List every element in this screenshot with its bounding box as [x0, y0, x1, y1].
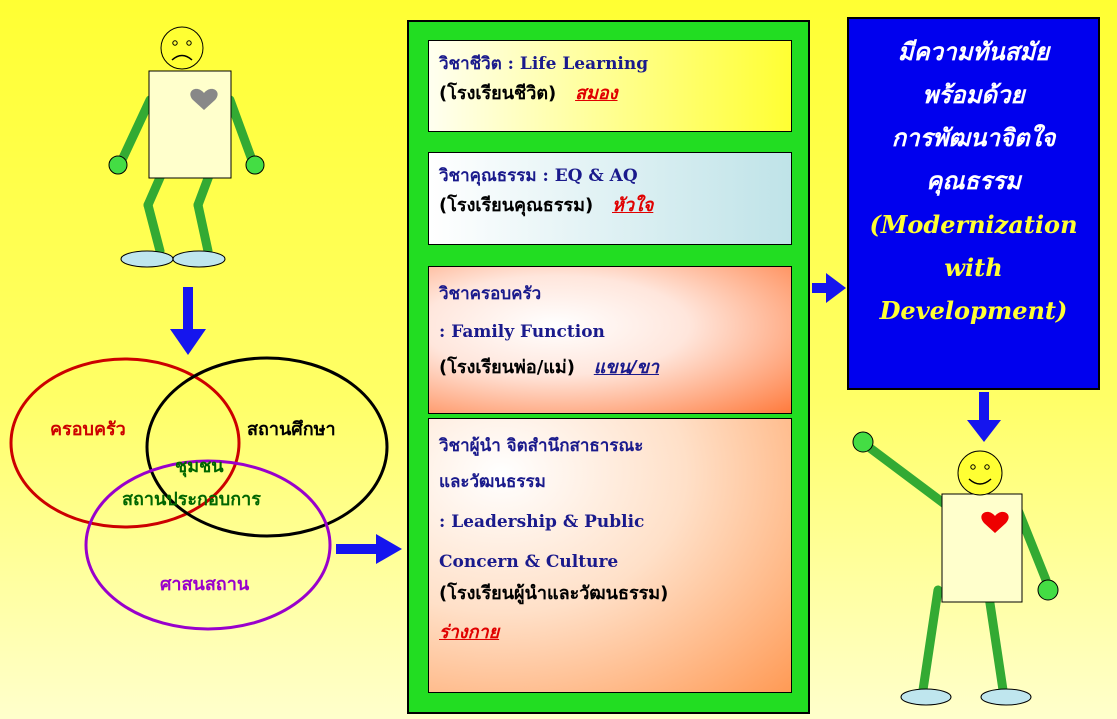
subjects-panel: วิชาชีวิต : Life Learning (โรงเรียนชีวิต…: [407, 20, 810, 714]
right-foot: [980, 688, 1032, 706]
venn-label-business: สถานประกอบการ: [122, 489, 261, 510]
subject-leadership-title: วิชาผู้นำ จิตสำนึกสาธารณะ: [439, 436, 644, 456]
goal-box: มีความทันสมัย พร้อมด้วย การพัฒนาจิตใจ คุ…: [847, 17, 1100, 390]
religion-circle: [84, 459, 332, 631]
figure-body: [148, 70, 232, 179]
left-foot: [900, 688, 952, 706]
subject-family-function: : Family Function: [439, 322, 605, 342]
goal-line-en-3: Development): [879, 296, 1068, 325]
goal-line-3: การพัฒนาจิตใจ: [891, 124, 1056, 152]
left-arm: [117, 95, 155, 165]
goal-line-4: คุณธรรม: [926, 167, 1021, 195]
right-arm: [225, 95, 257, 165]
subject-box-morality: วิชาคุณธรรม : EQ & AQ (โรงเรียนคุณธรรม) …: [428, 152, 792, 245]
subject-life-tag: สมอง: [575, 83, 618, 104]
red-heart-icon: [981, 511, 1009, 533]
right-foot: [172, 250, 226, 268]
lower-arm: [1013, 505, 1051, 585]
subject-morality-tag: หัวใจ: [612, 195, 654, 216]
subject-leadership-school: (โรงเรียนผู้นำและวัฒนธรรม): [439, 583, 669, 604]
happy-face-icon: [957, 450, 1003, 496]
subject-life-school: (โรงเรียนชีวิต): [439, 83, 557, 104]
goal-line-2: พร้อมด้วย: [922, 81, 1025, 109]
left-foot: [120, 250, 174, 268]
sad-face-icon: [160, 26, 204, 70]
subject-box-family: วิชาครอบครัว : Family Function (โรงเรียน…: [428, 266, 792, 414]
subject-morality-title: วิชาคุณธรรม : EQ & AQ: [439, 166, 638, 186]
family-circle: [9, 357, 241, 529]
subject-family-school: (โรงเรียนพ่อ/แม่): [439, 357, 575, 378]
subject-life-title: วิชาชีวิต : Life Learning: [439, 54, 649, 74]
education-circle: [145, 356, 389, 538]
goal-line-en-1: (Modernization: [869, 210, 1078, 239]
arrow-right-icon: [812, 273, 846, 303]
subject-morality-school: (โรงเรียนคุณธรรม): [439, 195, 594, 216]
venn-label-community: ชุมชน: [175, 456, 224, 477]
subject-family-title: วิชาครอบครัว: [439, 284, 542, 304]
arrow-right-icon: [336, 534, 402, 564]
grey-heart-icon: [190, 88, 218, 110]
venn-label-education: สถานศึกษา: [247, 419, 336, 440]
subject-leadership-tag: ร่างกาย: [439, 622, 500, 643]
happy-figure: [852, 431, 1059, 706]
venn-diagram: [9, 356, 389, 631]
subject-leadership-culture: และวัฒนธรรม: [439, 472, 546, 492]
subject-box-leadership: วิชาผู้นำ จิตสำนึกสาธารณะ และวัฒนธรรม : …: [428, 418, 792, 693]
goal-line-en-2: with: [944, 253, 1003, 282]
figure-body: [941, 493, 1023, 603]
arrow-down-icon: [967, 392, 1001, 442]
goal-line-1: มีความทันสมัย: [897, 38, 1050, 66]
subject-family-tag: แขน/ขา: [593, 357, 659, 378]
left-leg: [918, 585, 943, 695]
arrow-down-icon: [170, 287, 206, 355]
right-leg: [983, 585, 1008, 695]
subject-leadership-en1: : Leadership & Public: [439, 512, 645, 532]
subject-leadership-en2: Concern & Culture: [439, 552, 619, 572]
venn-label-family: ครอบครัว: [50, 419, 126, 440]
raised-arm: [865, 443, 955, 513]
venn-label-religion: ศาสนสถาน: [160, 574, 250, 595]
sad-figure: [108, 26, 265, 268]
subject-box-life: วิชาชีวิต : Life Learning (โรงเรียนชีวิต…: [428, 40, 792, 132]
